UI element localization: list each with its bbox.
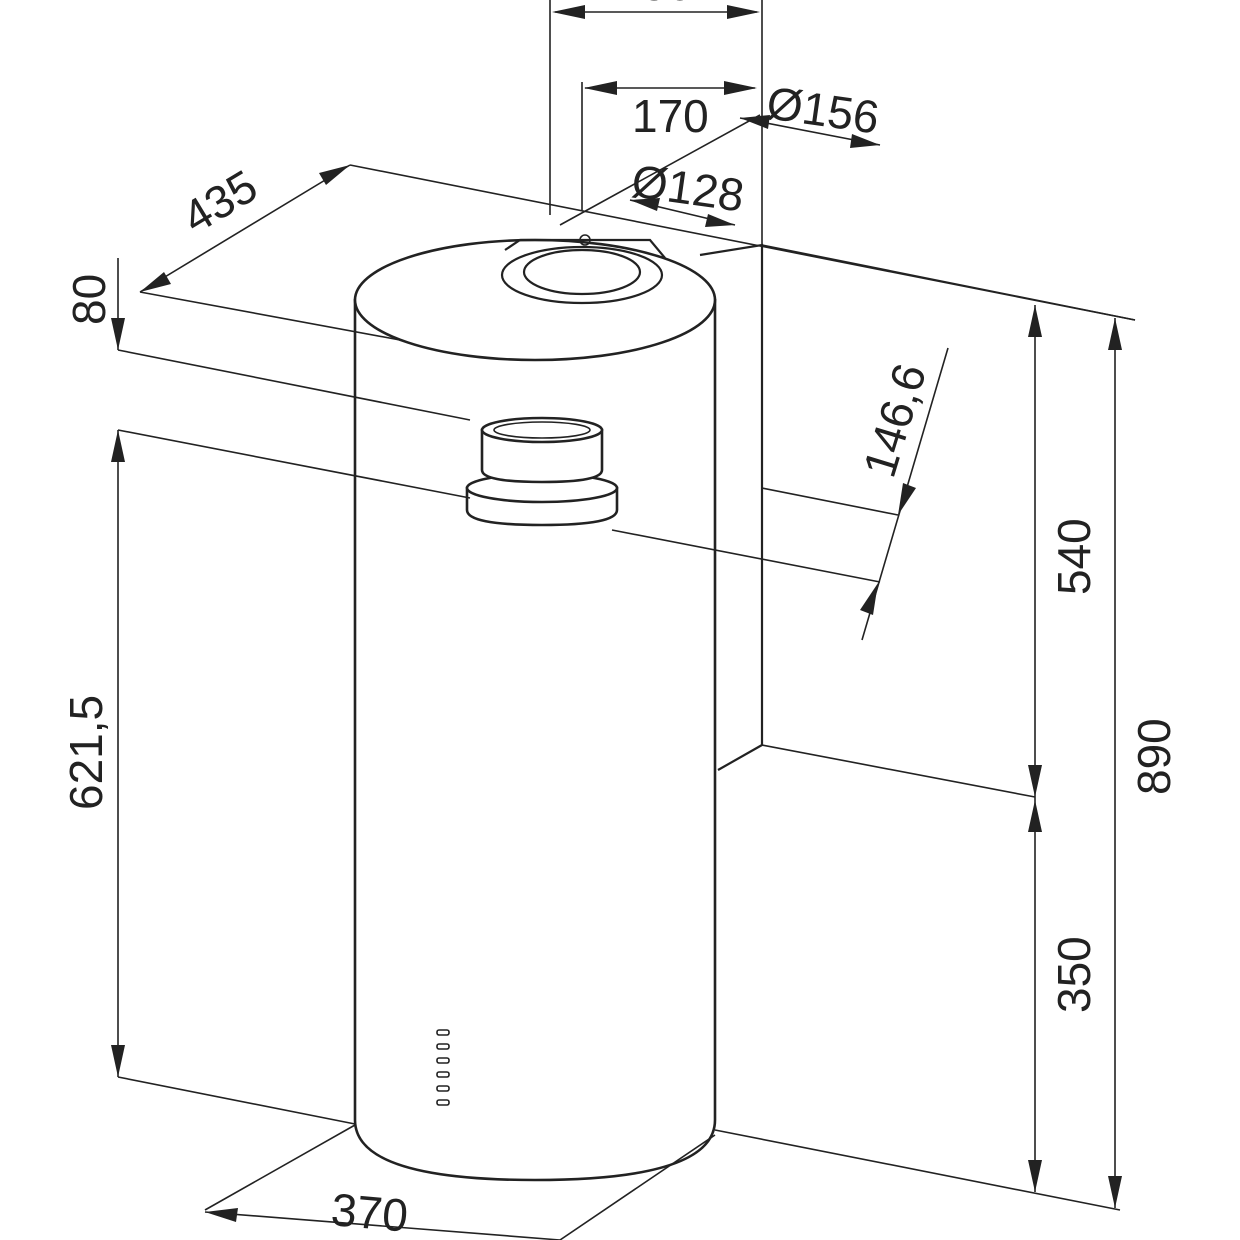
- upper-section-height-label: 540: [1048, 518, 1100, 595]
- duct-inner-width-label: 170: [632, 90, 709, 142]
- outlet-diameter-inner-label: Ø128: [629, 154, 748, 221]
- side-spigot: [465, 416, 619, 527]
- dim-outlet-inner: Ø128: [559, 114, 761, 227]
- hood-cylinder: [353, 234, 717, 1182]
- lower-height-label: 621,5: [60, 695, 112, 810]
- duct-outer-width-label: 250: [616, 0, 693, 10]
- wall-bracket: [699, 243, 764, 771]
- top-depth-label: 435: [173, 159, 266, 243]
- dim-top-offset: 80: [63, 258, 471, 421]
- cylinder-diameter-label: 370: [329, 1183, 410, 1240]
- total-height-label: 890: [1128, 718, 1180, 795]
- spigot-offset-label: 146,6: [853, 358, 936, 483]
- lower-section-height-label: 350: [1048, 936, 1100, 1013]
- dim-cylinder-diameter: 370: [204, 1124, 716, 1240]
- top-offset-label: 80: [63, 274, 115, 325]
- dim-lower-height: 621,5: [60, 429, 471, 1125]
- dim-duct-outer: 250: [549, 0, 763, 245]
- dim-right-heights: 540 350 890: [714, 244, 1180, 1211]
- control-panel-buttons-icon: [436, 1029, 450, 1106]
- outlet-diameter-outer-label: Ø156: [764, 76, 883, 143]
- dim-duct-inner: 170: [581, 81, 757, 210]
